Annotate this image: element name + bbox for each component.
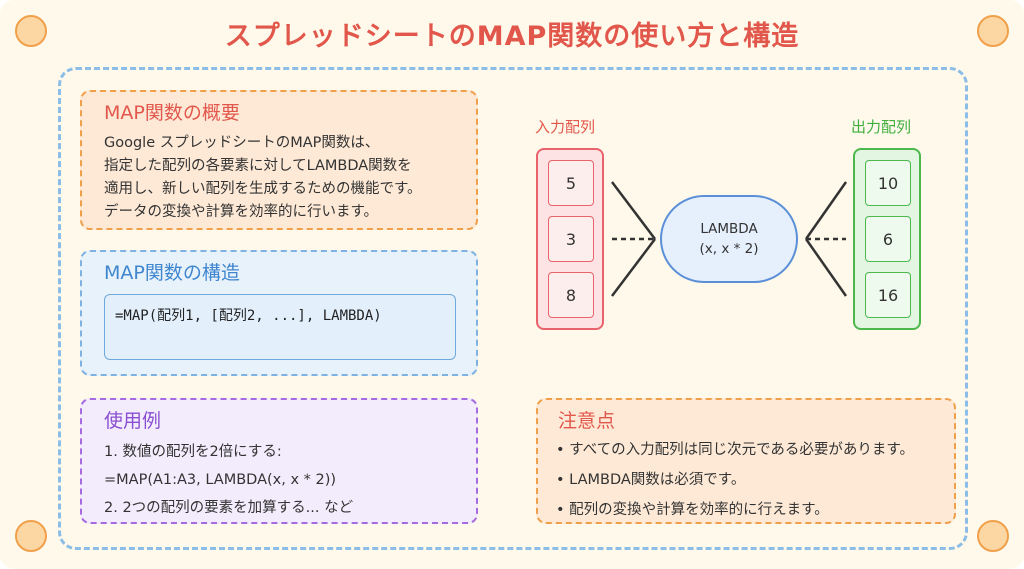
content-frame	[58, 67, 968, 550]
overview-heading: MAP関数の概要	[104, 102, 240, 124]
input-to-lambda-arrow	[611, 181, 656, 297]
formula-box: =MAP(配列1, [配列2, ...], LAMBDA)	[104, 294, 456, 360]
corner-dot-top-left	[15, 15, 47, 47]
output-cell: 16	[865, 272, 911, 318]
usage-heading: 使用例	[104, 410, 162, 432]
output-array-label: 出力配列	[851, 118, 912, 136]
notes-item: • 配列の変換や計算を効率的に行えます。	[556, 502, 829, 518]
page-title: スプレッドシートのMAP関数の使い方と構造	[224, 21, 800, 52]
lambda-expression: (x, x * 2)	[699, 241, 759, 257]
usage-line: 1. 数値の配列を2倍にする:	[104, 444, 282, 460]
corner-dot-bottom-right	[977, 520, 1009, 552]
lambda-node: LAMBDA (x, x * 2)	[660, 195, 798, 283]
overview-line: Google スプレッドシートのMAP関数は、	[104, 135, 380, 151]
output-cell: 6	[865, 216, 911, 262]
notes-card: 注意点 • すべての入力配列は同じ次元である必要があります。 • LAMBDA関…	[536, 398, 956, 524]
output-cell: 10	[865, 160, 911, 206]
structure-heading: MAP関数の構造	[104, 262, 240, 284]
usage-line: =MAP(A1:A3, LAMBDA(x, x * 2))	[104, 472, 337, 488]
lambda-title: LAMBDA	[700, 221, 758, 237]
overview-line: データの変換や計算を効率的に行います。	[104, 204, 379, 220]
input-array-label: 入力配列	[535, 118, 596, 136]
overview-card: MAP関数の概要 Google スプレッドシートのMAP関数は、 指定した配列の…	[80, 90, 478, 230]
usage-text: 1. 数値の配列を2倍にする: =MAP(A1:A3, LAMBDA(x, x …	[104, 438, 353, 522]
notes-item: • LAMBDA関数は必須です。	[556, 472, 746, 488]
lambda-to-output-arrow	[804, 181, 848, 297]
structure-card: MAP関数の構造 =MAP(配列1, [配列2, ...], LAMBDA)	[80, 250, 478, 376]
input-cell: 5	[548, 160, 594, 206]
overview-line: 適用し、新しい配列を生成するための機能です。	[104, 181, 422, 197]
input-cell: 3	[548, 216, 594, 262]
overview-line: 指定した配列の各要素に対してLAMBDA関数を	[104, 158, 412, 174]
input-array: 5 3 8	[536, 148, 604, 330]
usage-card: 使用例 1. 数値の配列を2倍にする: =MAP(A1:A3, LAMBDA(x…	[80, 398, 478, 524]
notes-item: • すべての入力配列は同じ次元である必要があります。	[556, 442, 914, 458]
usage-line: 2. 2つの配列の要素を加算する... など	[104, 500, 354, 516]
overview-text: Google スプレッドシートのMAP関数は、 指定した配列の各要素に対してLA…	[104, 132, 422, 224]
corner-dot-top-right	[977, 15, 1009, 47]
corner-dot-bottom-left	[15, 520, 47, 552]
notes-heading: 注意点	[558, 410, 616, 432]
output-array: 10 6 16	[853, 148, 921, 330]
input-cell: 8	[548, 272, 594, 318]
notes-list: • すべての入力配列は同じ次元である必要があります。 • LAMBDA関数は必須…	[556, 440, 914, 530]
